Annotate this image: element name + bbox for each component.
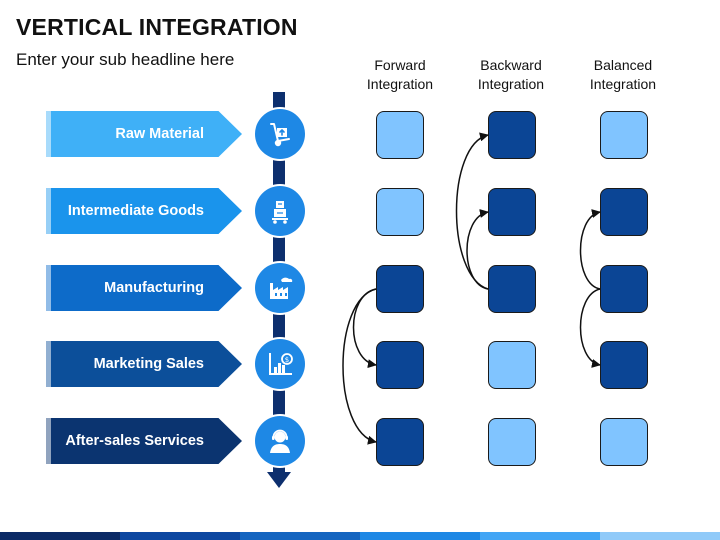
column-title-line: Integration — [366, 76, 434, 92]
grid-box-dark — [600, 265, 648, 313]
boxes-trolley-icon — [255, 186, 305, 236]
grid-box-light — [488, 418, 536, 466]
footer-segment — [240, 532, 360, 540]
stage-after-sales-services[interactable]: After-sales Services — [46, 418, 242, 464]
stage-label: Intermediate Goods — [67, 203, 204, 219]
stage-raw-material[interactable]: Raw Material — [46, 111, 242, 157]
grid-box-light — [600, 418, 648, 466]
column-title-line: Forward — [374, 57, 426, 73]
sales-chart-icon: $ — [255, 339, 305, 389]
stage-marketing-sales[interactable]: Marketing Sales — [46, 341, 242, 387]
column-title-line: Balanced — [593, 57, 653, 73]
grid-box-dark — [488, 188, 536, 236]
grid-box-light — [376, 111, 424, 159]
column-header-balanced: Balanced Integration — [568, 56, 678, 94]
footer-segment — [360, 532, 480, 540]
stage-manufacturing[interactable]: Manufacturing — [46, 265, 242, 311]
backward-arrow-to-intermediate — [466, 209, 489, 290]
grid-box-dark — [488, 111, 536, 159]
backward-arrow-to-raw-material — [455, 132, 489, 290]
svg-text:$: $ — [285, 356, 289, 364]
grid-box-dark — [488, 265, 536, 313]
stage-intermediate-goods[interactable]: Intermediate Goods — [46, 188, 242, 234]
factory-icon — [255, 263, 305, 313]
grid-box-dark — [376, 265, 424, 313]
stage-label: Raw Material — [115, 126, 204, 142]
column-title-line: Integration — [477, 76, 545, 92]
column-header-forward: Forward Integration — [345, 56, 455, 94]
balanced-arrow-to-intermediate — [579, 209, 601, 290]
customer-support-icon — [255, 416, 305, 466]
footer-segment — [480, 532, 600, 540]
grid-box-light — [376, 188, 424, 236]
forward-arrow-to-marketing — [352, 288, 377, 369]
column-header-backward: Backward Integration — [456, 56, 566, 94]
timeline-arrowhead — [267, 472, 291, 488]
page-subtitle: Enter your sub headline here — [16, 50, 235, 69]
forward-arrow-to-after-sales — [342, 288, 377, 445]
column-title-line: Backward — [480, 57, 542, 73]
stage-label: Marketing Sales — [93, 356, 204, 372]
balanced-arrow-to-marketing — [579, 288, 601, 368]
column-title-line: Integration — [589, 76, 657, 92]
footer-segment — [120, 532, 240, 540]
footer-segment — [600, 532, 720, 540]
grid-box-light — [600, 111, 648, 159]
grid-box-light — [488, 341, 536, 389]
footer-color-bar — [0, 532, 720, 540]
hand-truck-icon — [255, 109, 305, 159]
page-title: VERTICAL INTEGRATION — [16, 14, 298, 40]
stage-label: After-sales Services — [65, 433, 204, 449]
stage-label: Manufacturing — [104, 280, 204, 296]
footer-segment — [0, 532, 120, 540]
